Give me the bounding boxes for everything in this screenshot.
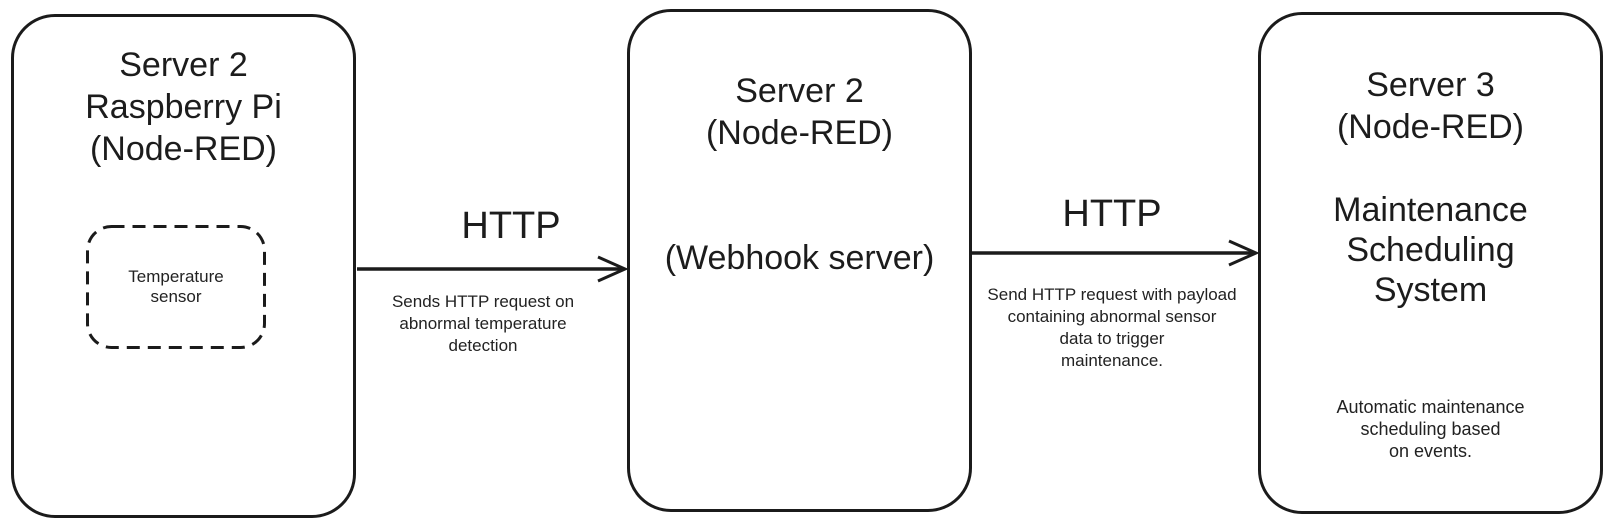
edge-caption-line: Sends HTTP request on	[391, 292, 575, 311]
node-caption-line: on events.	[1388, 441, 1473, 461]
edge-label-text: HTTP	[461, 205, 561, 247]
node-title-line: (Node-RED)	[1336, 108, 1525, 146]
node-title-line: Server 2	[119, 46, 248, 84]
edge1-caption: Sends HTTP request on abnormal temperatu…	[333, 291, 633, 357]
node-server2-webhook	[627, 9, 972, 512]
node-title-line: Raspberry Pi	[85, 88, 282, 126]
node-server2-webhook-title: Server 2 (Node-RED)	[627, 70, 972, 154]
node-subtitle-line: Maintenance	[1333, 191, 1528, 229]
node-caption-line: Automatic maintenance	[1336, 397, 1525, 417]
node-title-line: Server 3	[1366, 66, 1495, 104]
edge2-caption: Send HTTP request with payload containin…	[962, 284, 1262, 372]
node-server2-webhook-body: (Webhook server)	[627, 237, 972, 279]
edge-caption-line: abnormal temperature	[399, 314, 567, 333]
edge2-http-label: HTTP	[1012, 191, 1212, 237]
http-arrow-2	[972, 239, 1260, 267]
node-server3-maintenance	[1258, 12, 1603, 514]
node-subtitle-line: System	[1373, 271, 1488, 309]
node-body-line: (Webhook server)	[664, 239, 935, 277]
node-caption-line: scheduling based	[1360, 419, 1501, 439]
sensor-label-line: sensor	[150, 287, 202, 306]
node-title-line: Server 2	[735, 72, 864, 110]
node-server3-title: Server 3 (Node-RED)	[1258, 64, 1603, 148]
http-arrow-1-head-icon	[597, 255, 629, 283]
edge-caption-line: Send HTTP request with payload	[987, 285, 1237, 304]
node-title-line: (Node-RED)	[89, 130, 278, 168]
temperature-sensor-label: Temperature sensor	[86, 225, 266, 349]
node-server2-pi-title: Server 2 Raspberry Pi (Node-RED)	[11, 44, 356, 170]
edge-caption-line: detection	[448, 336, 518, 355]
node-server3-caption: Automatic maintenance scheduling based o…	[1258, 396, 1603, 462]
edge1-http-label: HTTP	[411, 203, 611, 249]
node-server3-subtitle: Maintenance Scheduling System	[1258, 190, 1603, 310]
http-arrow-2-head-icon	[1228, 239, 1260, 267]
edge-caption-line: containing abnormal sensor	[1007, 307, 1217, 326]
node-subtitle-line: Scheduling	[1346, 231, 1515, 269]
edge-caption-line: maintenance.	[1060, 351, 1164, 370]
http-arrow-1	[357, 255, 629, 283]
edge-caption-line: data to trigger	[1059, 329, 1165, 348]
edge-label-text: HTTP	[1062, 193, 1162, 235]
node-title-line: (Node-RED)	[705, 114, 894, 152]
sensor-label-line: Temperature	[128, 267, 224, 286]
